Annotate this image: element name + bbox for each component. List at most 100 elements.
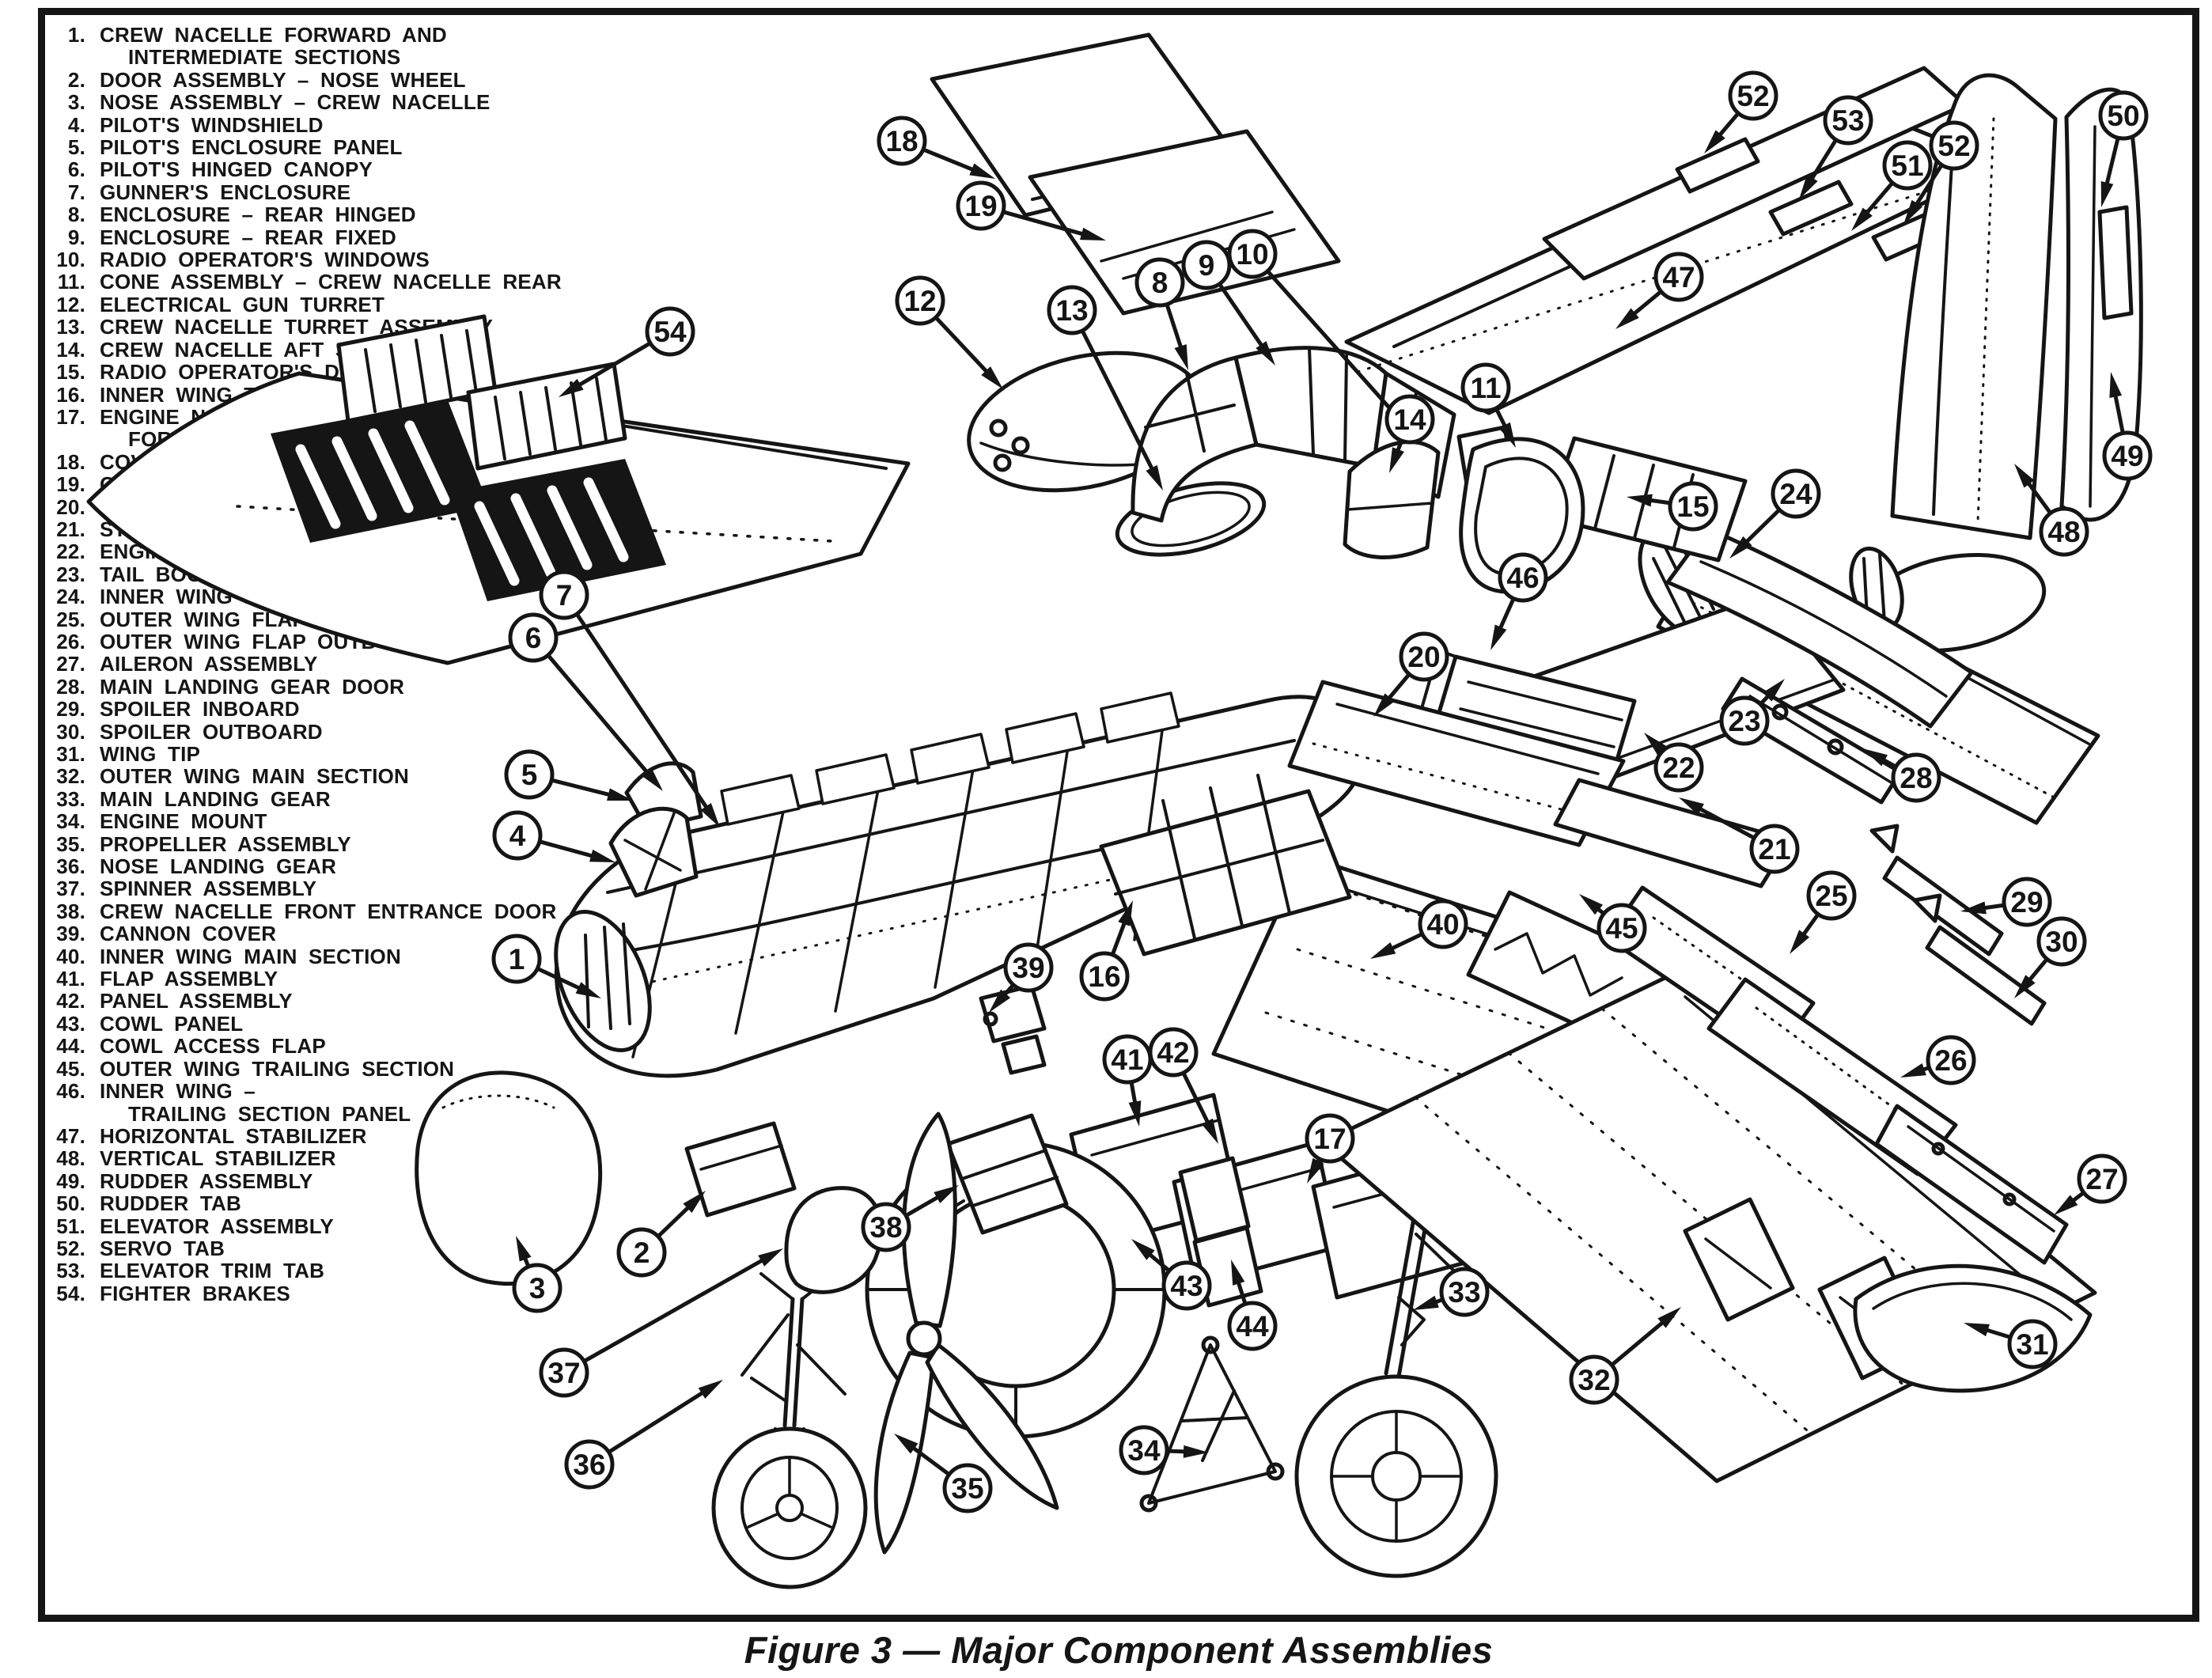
callout-number-28: 28 (1900, 762, 1932, 794)
callout-51: 51 (1851, 140, 1933, 231)
callout-number-44: 44 (1236, 1310, 1269, 1343)
part-number: 45. (56, 1056, 85, 1081)
callout-15: 15 (1627, 481, 1718, 532)
parts-list-item: 29.SPOILER INBOARD (35, 697, 573, 722)
callout-circle-38 (861, 1202, 911, 1252)
parts-list-item: 46.INNER WING –TRAILING SECTION PANEL (35, 1080, 573, 1125)
callout-4: 4 (492, 810, 615, 862)
callout-48: 48 (2014, 464, 2089, 557)
nose-wheel-door-drawing (684, 1121, 797, 1218)
callout-circle-46 (1498, 552, 1548, 603)
parts-list-item: 8.ENCLOSURE – REAR HINGED (35, 203, 573, 226)
parts-list-item: 31. WING TIP (35, 742, 573, 766)
callout-number-34: 34 (1127, 1434, 1161, 1467)
callout-circle-8 (1134, 257, 1185, 308)
part-number: 38. (56, 899, 85, 923)
part-number: 41. (56, 967, 85, 991)
callout-circle-54 (645, 306, 695, 357)
callout-3: 3 (512, 1236, 562, 1313)
part-label-line: PANEL ASSEMBLY (100, 989, 293, 1013)
callout-circle-52 (1929, 120, 1979, 171)
callout-50: 50 (2098, 90, 2149, 207)
part-label-line: CANNON COVER (100, 922, 277, 946)
part-label-line: ELECTRICAL GUN TURRET (100, 292, 385, 316)
callout-number-46: 46 (1506, 562, 1539, 594)
part-number: 36. (56, 854, 85, 879)
parts-list-item: 42.PANEL ASSEMBLY (35, 989, 573, 1013)
callout-number-31: 31 (2016, 1328, 2048, 1361)
part-label-line: ELEVATOR TRIM TAB (100, 1259, 325, 1283)
callout-circle-7 (539, 570, 589, 620)
callout-number-13: 13 (1055, 294, 1088, 327)
part-label-line: RUDDER ASSEMBLY (100, 1169, 313, 1193)
callout-circle-15 (1668, 481, 1718, 532)
callout-37: 37 (539, 1248, 783, 1398)
part-label: RUDDER ASSEMBLY (100, 1169, 573, 1193)
part-number: 28. (56, 674, 85, 699)
engine-mount-drawing (1139, 1335, 1285, 1513)
part-label-line: OUTER WING TRAILING SECTION (100, 1056, 455, 1081)
callout-number-52: 52 (1737, 80, 1769, 112)
parts-list-item: 41. FLAP ASSEMBLY (35, 967, 573, 991)
callout-9: 9 (1181, 240, 1275, 366)
callout-number-36: 36 (573, 1449, 605, 1481)
callout-circle-42 (1148, 1027, 1199, 1078)
part-number: 52. (56, 1236, 85, 1260)
part-label: SPINNER ASSEMBLY (100, 877, 573, 900)
callout-circle-50 (2098, 90, 2149, 141)
callout-number-38: 38 (869, 1211, 902, 1244)
figure-caption: Figure 3 — Major Component Assemblies (744, 1629, 1494, 1671)
callout-44: 44 (1227, 1259, 1278, 1351)
callout-41: 41 (1102, 1034, 1153, 1127)
part-label-line: SPOILER OUTBOARD (100, 719, 323, 744)
part-label-line: SPOILER INBOARD (100, 697, 300, 722)
parts-list-item: 40.INNER WING MAIN SECTION (35, 945, 573, 968)
part-number: 17. (56, 404, 85, 429)
part-label-line: FLAP ASSEMBLY (100, 967, 278, 991)
callout-34: 34 (1119, 1425, 1209, 1475)
callout-26: 26 (1900, 1035, 1976, 1085)
callout-number-4: 4 (509, 820, 526, 852)
part-label-line: WING TIP (100, 742, 201, 766)
part-number: 22. (56, 540, 85, 564)
parts-list-item: 10.RADIO OPERATOR'S WINDOWS (35, 248, 573, 271)
part-number: 47. (56, 1123, 85, 1148)
part-label: AILERON ASSEMBLY (100, 653, 573, 676)
callout-6: 6 (508, 612, 663, 791)
callout-27: 27 (2054, 1153, 2127, 1215)
callout-49: 49 (2102, 372, 2153, 481)
part-label: NOSE LANDING GEAR (100, 855, 573, 878)
part-number: 13. (56, 315, 85, 339)
callout-circle-23 (1719, 695, 1770, 746)
parts-list-item: 3.NOSE ASSEMBLY – CREW NACELLE (35, 90, 573, 115)
callout-33: 33 (1413, 1267, 1490, 1317)
part-label: CONE ASSEMBLY – CREW NACELLE REAR (100, 271, 573, 294)
callout-number-9: 9 (1199, 249, 1215, 282)
callout-number-41: 41 (1111, 1044, 1143, 1076)
parts-list-item: 54.FIGHTER BRAKES (35, 1282, 573, 1305)
callout-number-3: 3 (529, 1272, 546, 1305)
callout-circle-35 (942, 1463, 993, 1513)
part-label-line: ENGINE MOUNT (100, 809, 267, 834)
callout-circle-17 (1305, 1113, 1355, 1164)
callout-circle-6 (508, 612, 559, 663)
nose-cone-drawing (415, 1070, 603, 1286)
callout-number-25: 25 (1815, 880, 1847, 912)
part-label: OUTER WING MAIN SECTION (100, 765, 573, 788)
callout-number-19: 19 (964, 190, 997, 222)
part-label: ENCLOSURE – REAR HINGED (100, 203, 573, 226)
callout-circle-12 (895, 275, 945, 326)
part-label: COWL ACCESS FLAP (100, 1035, 573, 1058)
part-label: ELEVATOR ASSEMBLY (100, 1214, 573, 1237)
callout-number-16: 16 (1088, 960, 1120, 993)
callout-7: 7 (539, 570, 720, 828)
callout-18: 18 (877, 116, 995, 179)
part-label: RADIO OPERATOR'S WINDOWS (100, 248, 573, 271)
part-label-line: NOSE ASSEMBLY – CREW NACELLE (100, 90, 491, 115)
part-number: 31. (56, 742, 85, 766)
parts-list-item: 50.RUDDER TAB (35, 1192, 573, 1215)
callout-number-2: 2 (634, 1237, 650, 1269)
callout-number-37: 37 (547, 1357, 580, 1389)
callout-42: 42 (1148, 1027, 1218, 1144)
